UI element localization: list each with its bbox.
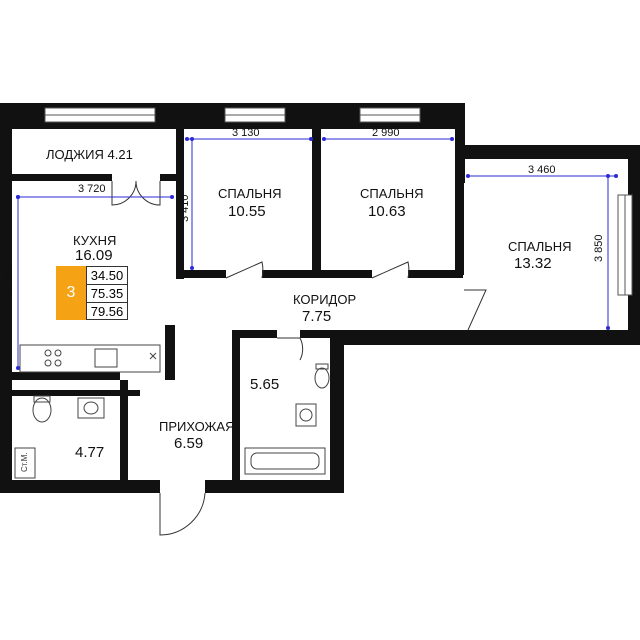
bathroom-fixtures	[244, 363, 330, 475]
exterior-walls	[0, 103, 640, 493]
windows	[44, 107, 633, 296]
kitchen-area: 16.09	[75, 247, 113, 264]
bedroom1-area: 10.55	[228, 203, 266, 220]
bathroom-area: 5.65	[250, 376, 280, 393]
corridor-name: КОРИДОР	[293, 292, 357, 307]
dim-bedroom2-width: 2 990	[372, 127, 400, 139]
bedroom3-area: 13.32	[514, 255, 552, 272]
closet-label: Ст.М.	[20, 452, 29, 472]
bedroom2-name: СПАЛЬНЯ	[360, 186, 424, 201]
area-values: 34.50 75.35 79.56	[86, 266, 128, 320]
wc-fixtures	[14, 395, 105, 479]
bedroom3-name: СПАЛЬНЯ	[508, 239, 572, 254]
dim-bedroom1-width: 3 130	[232, 127, 260, 139]
dim-bedroom3-height: 3 850	[593, 234, 605, 262]
bedroom1-name: СПАЛЬНЯ	[218, 186, 282, 201]
living-area: 34.50	[87, 267, 127, 285]
dim-kitchen-height: 4 360	[3, 265, 15, 293]
area-summary: 3 34.50 75.35 79.56	[56, 266, 128, 320]
hall-area: 6.59	[174, 435, 204, 452]
interior-walls	[12, 129, 464, 493]
wc-area: 4.77	[75, 444, 105, 461]
corridor-area: 7.75	[302, 308, 332, 325]
dim-bedroom1-height: 3 410	[179, 194, 191, 222]
bedroom2-area: 10.63	[368, 203, 406, 220]
kitchen-name: КУХНЯ	[73, 233, 117, 248]
loggia-label: ЛОДЖИЯ 4.21	[46, 147, 133, 162]
usable-area: 75.35	[87, 285, 127, 303]
doors	[111, 180, 487, 536]
dim-bedroom3-width: 3 460	[528, 164, 556, 176]
dim-kitchen-width: 3 720	[78, 183, 106, 195]
rooms-count: 3	[56, 266, 86, 320]
hall-name: ПРИХОЖАЯ	[159, 419, 235, 434]
kitchen-counter	[19, 344, 161, 373]
total-area: 79.56	[90, 304, 124, 319]
dimension-lines	[16, 137, 618, 370]
